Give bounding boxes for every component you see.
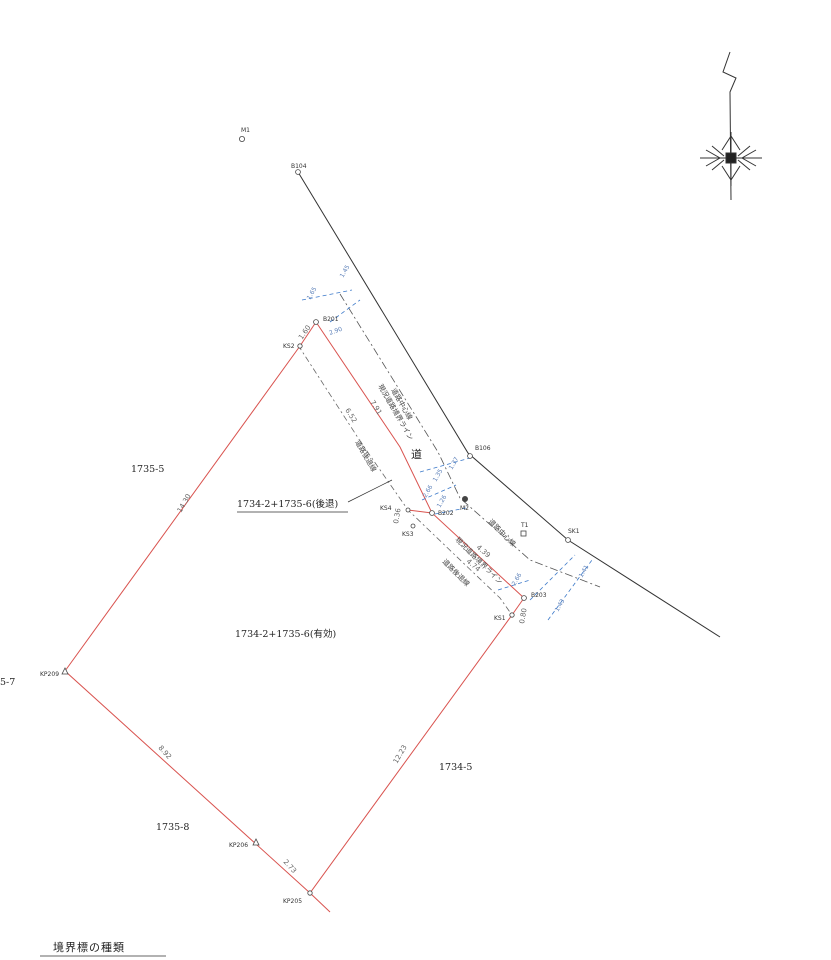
blue-dim-top-c: 2.90 [328,326,343,337]
survey-marker-m1 [238,135,245,142]
lot-label-1735-5: 1735-5 [131,464,164,475]
dim-upper-setback: 7.91 [368,399,383,416]
road-edge-lines [297,171,721,638]
blue-dim-mid-c: 2.66 [422,484,435,499]
lot-label-1735-8: 1735-8 [156,822,189,833]
point-label-m2: M2 [460,505,469,512]
lot-label-1734-5: 1734-5 [439,762,472,773]
blue-dimension-lines [301,289,593,621]
boundary-marker-ks1 [509,612,515,618]
survey-marker-m2 [461,495,468,502]
dim-bottom-left: 8.92 [157,744,173,761]
blue-dim-low-a: 2.66 [511,572,524,587]
boundary-marker-sk1 [565,537,571,543]
point-label-ks4: KS4 [380,505,392,512]
dim-offset-1: 6.52 [343,407,358,424]
point-label-ks2: KS2 [283,343,295,350]
point-label-m1: M1 [241,127,250,134]
blue-dim-mid-b: 1.35 [432,468,445,483]
setback-leader-line [347,479,393,503]
boundary-marker-b106 [467,453,473,459]
caption-center-line-lower: 道路中心線 [487,517,518,548]
dim-ks1-gap: 0.80 [518,608,529,625]
blue-dim-low-b: 1.43 [554,598,567,613]
point-label-sk1: SK1 [568,528,580,535]
blue-dim-low-c: 1.41 [578,564,591,579]
boundary-marker-ks3 [410,523,416,529]
lot-label-main: 1734-2+1735-6(有効) [235,628,336,640]
legend-title: 境界標の種類 [53,940,125,954]
point-label-kp206: KP206 [229,842,248,849]
road-center-line [339,293,601,588]
boundary-marker-kp209 [61,667,69,675]
parcel-boundary [64,345,513,913]
boundary-marker-kp206 [252,838,260,846]
survey-marker-t1 [520,530,527,537]
boundary-marker-b202 [429,510,435,516]
setback-line [297,344,513,616]
boundary-marker-kp205 [307,890,313,896]
dim-right-side: 12.23 [392,744,409,765]
point-label-b203: B203 [531,592,547,599]
point-markers [61,135,571,896]
blue-dim-top-a: 1.65 [306,286,319,301]
blue-dim-mid-a: 1.37 [448,456,461,471]
dim-ks4-gap: 0.36 [392,507,403,524]
point-label-ks1: KS1 [494,615,506,622]
point-label-b202: B202 [438,510,454,517]
point-label-b106: B106 [475,445,491,452]
point-label-b201: B201 [323,316,339,323]
road-label: 道 [411,447,422,461]
lot-label-setback: 1734-2+1735-6(後退) [237,498,338,510]
boundary-marker-b203 [521,595,527,601]
dim-ks2-gap: 1.60 [297,324,312,341]
point-label-kp205: KP205 [283,898,302,905]
blue-dim-top-b: 1.45 [339,264,352,279]
caption-setback-line-upper: 道路後退線 [353,439,378,474]
dim-bottom-right: 2.73 [282,858,298,875]
boundary-marker-ks2 [297,343,303,349]
point-label-ks3: KS3 [402,531,414,538]
point-label-kp209: KP209 [40,671,59,678]
north-arrow-icon [700,51,762,201]
current-road-boundary [299,321,525,616]
lot-label-west-edge: 5-7 [0,677,15,688]
boundary-marker-b104 [295,169,301,175]
point-label-t1: T1 [520,522,529,529]
boundary-marker-ks4 [405,507,411,513]
boundary-marker-b201 [313,319,319,325]
point-label-b104: B104 [291,163,307,170]
blue-dim-mid-d: 1.26 [436,494,449,509]
dim-left-side: 14.30 [176,493,193,514]
